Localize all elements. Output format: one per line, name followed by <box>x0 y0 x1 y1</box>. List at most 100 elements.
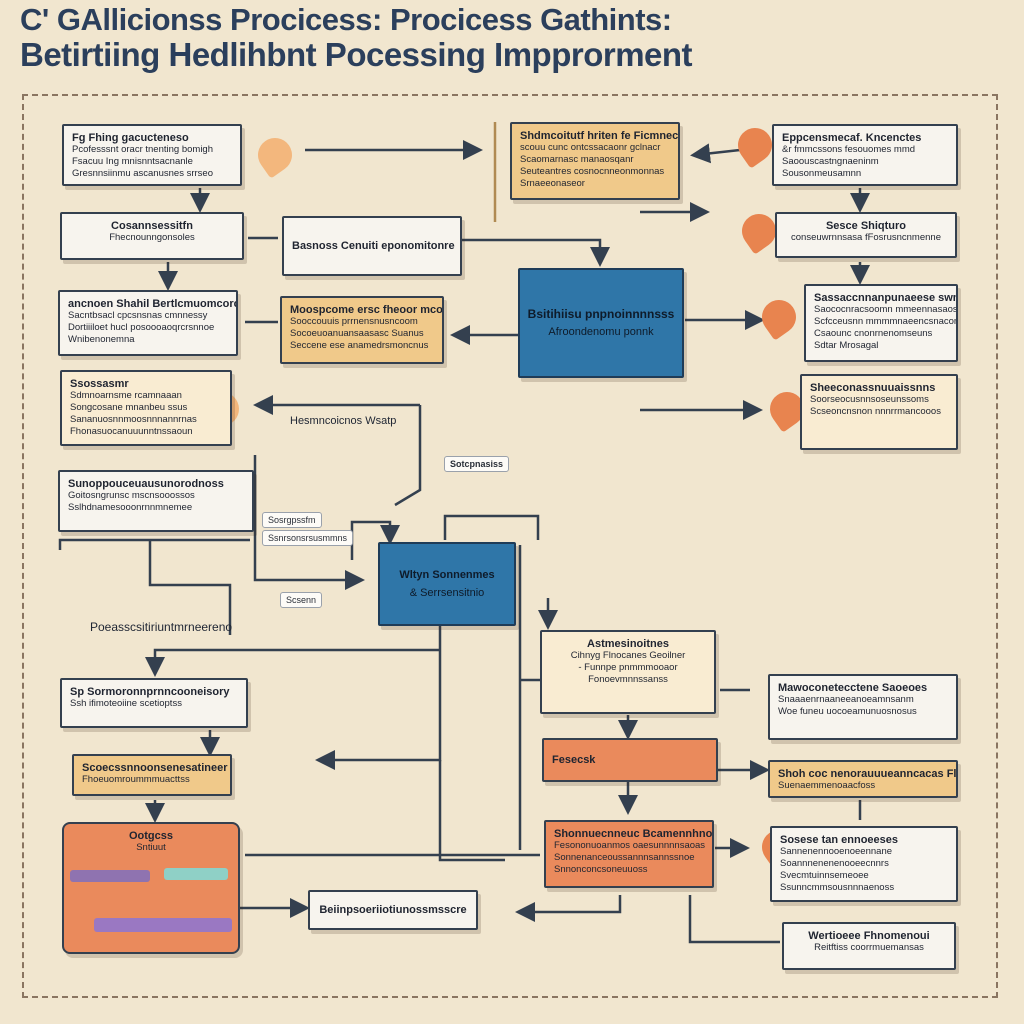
connector-line <box>443 514 540 540</box>
box-heading: Fesecsk <box>552 754 596 766</box>
process-box: ancnoen Shahil Bertlcmuomcoro Sacntbsacl… <box>58 290 238 356</box>
process-box: Sosese tan ennoeeses Sannenennooenoeenna… <box>770 826 958 902</box>
progress-strip <box>164 868 228 880</box>
connector-arrow <box>515 895 622 922</box>
flow-note: Hesmncoicnos Wsatp <box>290 415 397 427</box>
box-text: conseuwrnnsasa fFosrusncnmenne <box>791 232 941 243</box>
process-box: Sp Sormoronnprnncooneisory Ssh ifimoteoi… <box>60 678 248 728</box>
box-heading: Scoecssnnoonsenesatineer <box>82 762 228 774</box>
process-box: Sesce Shiqturo conseuwrnnsasa fFosrusncn… <box>775 212 957 258</box>
box-text: Woe funeu uocoeamunuosnosus <box>778 706 917 717</box>
box-text: - Funnpe pnmmmooaor <box>578 662 678 673</box>
box-text: Dortiiiloet hucl posoooaoqrcrsnnoe <box>68 322 215 333</box>
box-heading: Beiinpsoeriiotiunossmsscre <box>319 904 467 916</box>
box-heading: Wltyn Sonnenmes <box>399 569 495 581</box>
process-box-highlight: Wltyn Sonnenmes & Serrsensitnio <box>378 542 516 626</box>
box-text: Sooccouuis prrnensnusncoom <box>290 316 418 327</box>
box-text: Suenaemmenoaacfoss <box>778 780 876 791</box>
box-text: Saoouscastngnaeninm <box>782 156 879 167</box>
box-text: Ssunncmmsousnnnaenoss <box>780 882 895 893</box>
box-heading: Sunoppouceuausunorodnoss <box>68 478 224 490</box>
box-text: Soorseocusnnsoseunssoms <box>810 394 929 405</box>
box-text: &r fmmcssons fesouomes mmd <box>782 144 916 155</box>
progress-strip <box>94 918 232 932</box>
box-text: Soannnenenenooeecnnrs <box>780 858 889 869</box>
box-text: Snaaaenrnaaneeanoeamnsanm <box>778 694 914 705</box>
small-chip: Scsenn <box>280 592 323 608</box>
process-box: Fg Fhing gacucteneso Pcofesssnt oracr tn… <box>62 124 242 186</box>
box-text: Gresnnsiinmu ascanusnes srrseo <box>72 168 213 179</box>
connector-line <box>394 405 422 507</box>
connector-line <box>438 760 505 862</box>
box-text: Ssh ifimoteoiine scetioptss <box>70 698 182 709</box>
process-box: Sunoppouceuausunorodnoss Goitosngrunsc m… <box>58 470 254 532</box>
process-box: Scoecssnnoonsenesatineer Fhoeuomroummmua… <box>72 754 232 796</box>
box-text: Scseoncnsnon nnnrrmancooos <box>810 406 941 417</box>
box-heading: Wertioeee Fhnomenoui <box>808 930 930 942</box>
connector-line <box>688 895 780 944</box>
box-text: Snnonconcsoneuuoss <box>554 864 648 875</box>
side-chip: Sosrgpssfm <box>262 512 322 528</box>
box-text: Afroondenomu ponnk <box>548 326 654 338</box>
box-heading: Mawoconetecctene Saoeoes <box>778 682 928 694</box>
box-text: Sdtar Mrosagal <box>814 340 879 351</box>
process-box: Shoh coc nenorauuueanncacas Flaunos Suen… <box>768 760 958 798</box>
box-text: Sacntbsacl cpcsnsnas cmnnessy <box>68 310 208 321</box>
box-text: Sousonmeusamnn <box>782 168 862 179</box>
box-text: Sntiuut <box>136 842 166 853</box>
connector-arrow <box>253 455 365 590</box>
box-text: Fonoevmnnssanss <box>588 674 668 685</box>
box-text: Songcosane mnanbeu ssus <box>70 402 188 413</box>
box-heading: ancnoen Shahil Bertlcmuomcoro <box>68 298 238 310</box>
connector-arrow <box>145 648 440 677</box>
box-text: Sananuosnnmoosnnnannrnas <box>70 414 197 425</box>
box-heading: Shoh coc nenorauuueanncacas Flaunos <box>778 768 957 780</box>
process-box: Sheeconassnuuaissnns Soorseocusnnsoseuns… <box>800 374 958 450</box>
process-box: Astmesinoitnes Cihnyg Flnocanes Geoilner… <box>540 630 716 714</box>
box-heading: Shonnuecnneuc Bcamennhnoge, <box>554 828 714 840</box>
box-text: Svecmtuinnsemeoee <box>780 870 869 881</box>
box-heading: Cosannsessitfn <box>111 220 193 232</box>
box-heading: Shdmcoitutf hriten fe Ficmnecsse <box>520 130 680 142</box>
box-text: Sslhdnamesooonrnnmnemee <box>68 502 193 513</box>
box-text: Reitftiss coorrmuemansas <box>814 942 924 953</box>
box-text: Seuteantres cosnocnneonmonnas <box>520 166 665 177</box>
box-text: Csaounc cnonrnenomseuns <box>814 328 933 339</box>
box-text: Fsacuu Ing mnisnntsacnanle <box>72 156 193 167</box>
box-text: Srnaeeonaseor <box>520 178 585 189</box>
box-text: Sonnenanceoussannnsannssnoe <box>554 852 695 863</box>
box-text: Saococnracsoomn mmeennasaoss <box>814 304 958 315</box>
connector-arrow <box>315 625 442 770</box>
connector-arrow <box>462 238 610 267</box>
process-box: Ssossasmr Sdmnoarnsme rcamnaaan Songcosa… <box>60 370 232 446</box>
box-text: Scaomarnasc manaosqanr <box>520 154 634 165</box>
process-box: Ootgcss Sntiuut <box>62 822 240 954</box>
diagram-title-line-2: Betirtiing Hedlihbnt Pocessing Impprorme… <box>20 36 693 73</box>
box-text: scouu cunc ontcssacaonr gclnacr <box>520 142 661 153</box>
diagram-title-line-1: C' GAllicionss Procicess: Procicess Gath… <box>20 2 672 37</box>
box-heading: Moospcome ersc fheoor mcoo <box>290 304 444 316</box>
box-text: Seccene ese anamedrsmoncnus <box>290 340 429 351</box>
box-text: & Serrsensitnio <box>409 587 485 599</box>
box-heading: Sosese tan ennoeeses <box>780 834 899 846</box>
connector-line <box>58 538 250 550</box>
process-box: Shdmcoitutf hriten fe Ficmnecsse scouu c… <box>510 122 680 200</box>
box-heading: Sp Sormoronnprnncooneisory <box>70 686 230 698</box>
box-text: Wnibenonemna <box>68 334 135 345</box>
process-box: Basnoss Cenuiti eponomitonre <box>282 216 462 276</box>
box-heading: Astmesinoitnes <box>587 638 669 650</box>
box-text: Fhoeuomroummmuacttss <box>82 774 190 785</box>
center-chip: Sotcpnasiss <box>444 456 510 472</box>
progress-strip <box>70 870 150 882</box>
box-heading: Ootgcss <box>128 830 173 842</box>
box-text: Fhecnounngonsoles <box>109 232 195 243</box>
box-text: Cihnyg Flnocanes Geoilner <box>570 650 686 661</box>
connector-arrow <box>690 143 741 164</box>
process-box: Fesecsk <box>542 738 718 782</box>
connector-line <box>148 540 232 635</box>
box-heading: Sassaccnnanpunaeese swn <box>814 292 958 304</box>
box-text: Scfcceusnn mmmmnaeencsnaconus <box>814 316 958 327</box>
diagram-frame <box>22 94 998 998</box>
box-text: Fhonasuocanuuunntnssaoun <box>70 426 193 437</box>
